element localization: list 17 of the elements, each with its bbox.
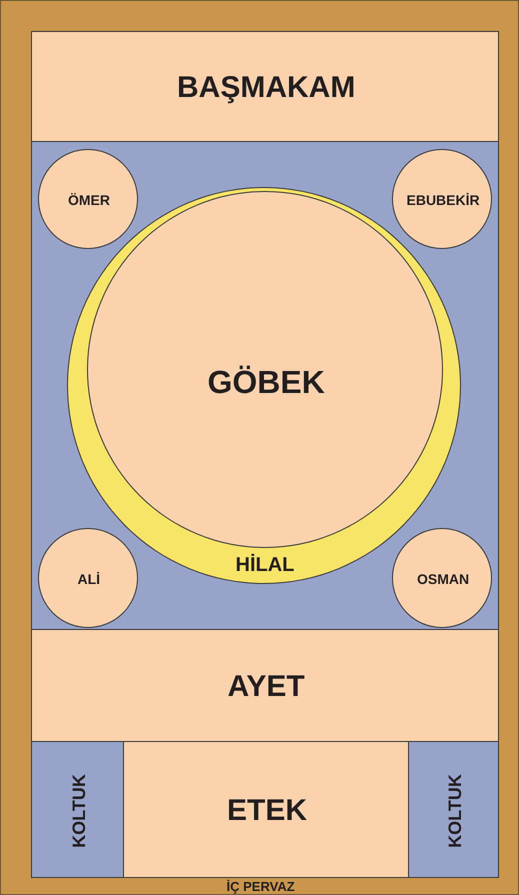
- section-label: ETEK: [227, 796, 308, 826]
- center-label: GÖBEK: [208, 366, 325, 398]
- section-label: BAŞMAKAM: [177, 72, 356, 102]
- side-label: KOLTUK: [69, 774, 88, 848]
- panel-band: [31, 629, 499, 742]
- frame-label: İÇ PERVAZ: [226, 880, 295, 892]
- medallion-label: EBUBEKİR: [406, 193, 480, 207]
- side-panel: [408, 741, 499, 878]
- panel-band: [123, 741, 409, 878]
- side-label: KOLTUK: [445, 774, 464, 848]
- medallion-label: OSMAN: [417, 572, 470, 586]
- medallion-label: ÖMER: [68, 193, 110, 207]
- crescent-label: HİLAL: [236, 555, 294, 575]
- medallion-label: ALİ: [78, 572, 100, 586]
- panel-band: [31, 31, 499, 142]
- section-label: AYET: [228, 672, 305, 702]
- side-panel: [31, 741, 124, 878]
